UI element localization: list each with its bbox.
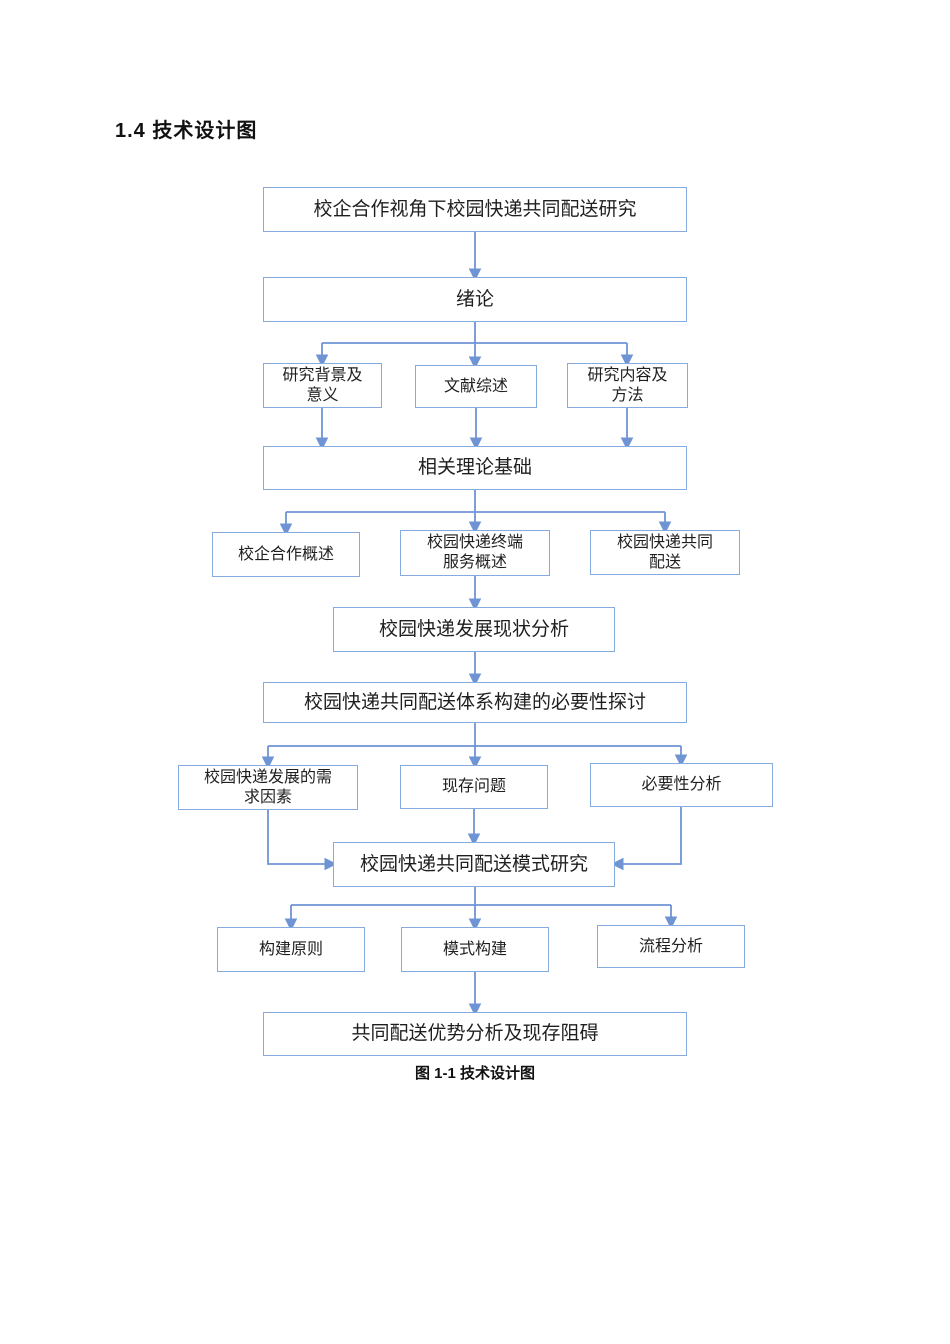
flow-node-joint-distribution: 校园快递共同 配送 bbox=[590, 530, 740, 575]
flow-node-introduction: 绪论 bbox=[263, 277, 687, 322]
figure-caption: 图 1-1 技术设计图 bbox=[414, 1065, 535, 1082]
flow-node-content-method: 研究内容及 方法 bbox=[567, 363, 688, 408]
flow-node-process-analysis: 流程分析 bbox=[597, 925, 745, 968]
flow-node-construction-principles: 构建原则 bbox=[217, 927, 365, 972]
connector-theory-rail bbox=[286, 490, 665, 513]
flow-node-model-research: 校园快递共同配送模式研究 bbox=[333, 842, 615, 887]
flow-node-theory-basis: 相关理论基础 bbox=[263, 446, 687, 490]
flow-node-necessity-discussion: 校园快递共同配送体系构建的必要性探讨 bbox=[263, 682, 687, 723]
flow-node-advantages-obstacles: 共同配送优势分析及现存阻碍 bbox=[263, 1012, 687, 1056]
connector-demand-model bbox=[267, 810, 338, 871]
flow-node-status-analysis: 校园快递发展现状分析 bbox=[333, 607, 615, 652]
section-heading: 1.4 技术设计图 bbox=[115, 120, 258, 142]
flow-node-literature-review: 文献综述 bbox=[415, 365, 537, 408]
flow-node-root: 校企合作视角下校园快递共同配送研究 bbox=[263, 187, 687, 232]
flow-node-necessity-analysis: 必要性分析 bbox=[590, 763, 773, 807]
flow-node-demand-factors: 校园快递发展的需 求因素 bbox=[178, 765, 358, 810]
connector-necessity-model bbox=[610, 807, 682, 871]
connector-necessity-rail bbox=[268, 723, 681, 747]
flow-node-cooperation-overview: 校企合作概述 bbox=[212, 532, 360, 577]
flow-node-model-construction: 模式构建 bbox=[401, 927, 549, 972]
connector-model-rail bbox=[291, 887, 671, 906]
flow-node-research-background: 研究背景及 意义 bbox=[263, 363, 382, 408]
connector-introduction-rail bbox=[322, 322, 627, 344]
flow-node-existing-problems: 现存问题 bbox=[400, 765, 548, 809]
flow-node-terminal-service-overview: 校园快递终端 服务概述 bbox=[400, 530, 550, 576]
